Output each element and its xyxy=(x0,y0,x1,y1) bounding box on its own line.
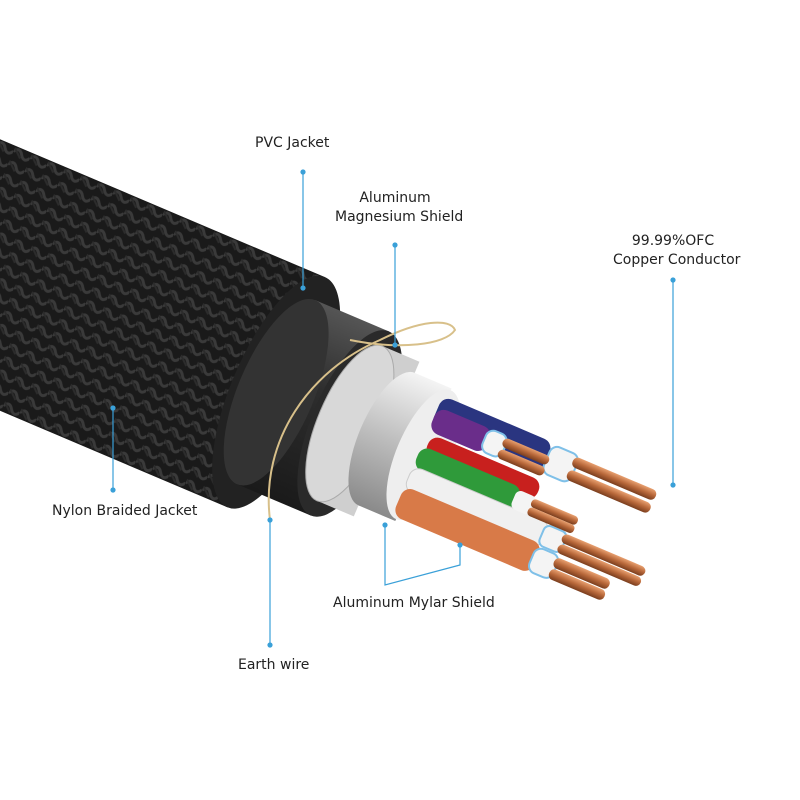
label-earth-wire: Earth wire xyxy=(238,657,310,673)
label-aluminum-magnesium-shield: Aluminum Magnesium Shield xyxy=(335,189,464,227)
wire-pairs xyxy=(395,398,657,600)
label-line: Copper Conductor xyxy=(613,252,741,268)
nylon-braided-jacket xyxy=(0,128,325,508)
label-nylon-braided-jacket: Nylon Braided Jacket xyxy=(52,503,198,519)
earth-wire xyxy=(267,321,457,521)
label-copper-conductor: 99.99%OFC Copper Conductor xyxy=(613,232,741,270)
copper-conductors xyxy=(497,438,657,600)
label-line: Aluminum xyxy=(359,190,431,206)
leader-lines xyxy=(110,169,676,648)
label-aluminum-mylar-shield: Aluminum Mylar Shield xyxy=(333,595,495,611)
label-line: 99.99%OFC xyxy=(631,233,715,249)
label-pvc-jacket: PVC Jacket xyxy=(255,135,330,151)
label-line: Magnesium Shield xyxy=(335,209,464,225)
